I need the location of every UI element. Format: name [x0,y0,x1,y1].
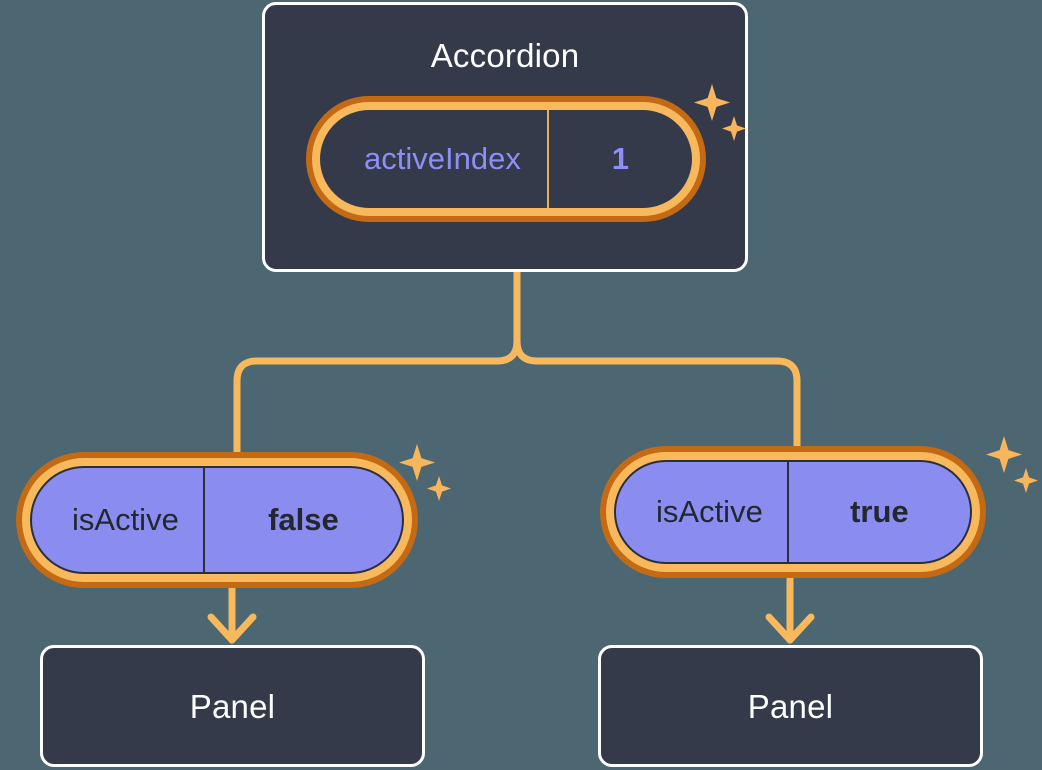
state-pill-isactive-true[interactable]: isActive true [600,446,986,578]
panel-node-right[interactable]: Panel [598,645,983,767]
arrow-down-icon-right [765,570,815,644]
accordion-node-title: Accordion [430,37,580,74]
panel-node-right-title: Panel [747,688,834,725]
edge-root-split [233,268,521,456]
state-key-label: activeIndex [364,141,521,176]
state-value-label: 1 [546,110,692,208]
state-key-label: isActive [656,494,763,529]
sparkle-small-icon [427,476,451,501]
arrow-down-icon-left [207,576,257,644]
state-pill-isactive-false[interactable]: isActive false [16,452,418,588]
state-key-label: isActive [72,502,179,537]
panel-node-left-title: Panel [189,688,276,725]
state-value-label: true [786,462,970,562]
sparkle-small-icon [1014,468,1038,493]
sparkle-icon [986,436,1022,473]
pill-body: isActive true [614,460,972,564]
panel-node-left[interactable]: Panel [40,645,425,767]
state-value-label: false [202,468,402,572]
edge-root-split-right [513,268,801,450]
state-pill-activeindex[interactable]: activeIndex 1 [306,96,706,222]
pill-body: activeIndex 1 [320,110,692,208]
sparkle-group-right [982,434,1042,505]
pill-body: isActive false [30,466,404,574]
